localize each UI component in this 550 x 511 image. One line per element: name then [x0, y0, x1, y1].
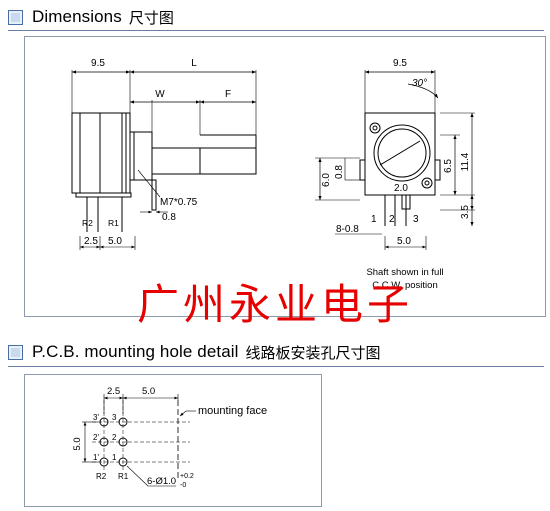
front-dim-9-5: 9.5: [393, 58, 407, 69]
header-rule-2: [8, 366, 544, 367]
side-dim-2-5: 2.5: [84, 236, 98, 247]
side-dim-0-8: 0.8: [162, 212, 176, 223]
side-pin-r1: R1: [108, 218, 119, 228]
section-bullet-icon: [8, 9, 23, 25]
pcb-dim-5-0-v: 5.0: [72, 437, 83, 450]
pcb-mounting-face: mounting face: [198, 405, 267, 417]
header-rule-1: [8, 30, 544, 31]
front-dim-3-5: 3.5: [460, 205, 471, 219]
front-dim-2-0: 2.0: [394, 183, 408, 194]
front-dim-6-5: 6.5: [443, 159, 454, 173]
side-view: [71, 70, 257, 250]
side-dim-W: W: [155, 89, 165, 100]
pcb-label-3: 3: [112, 413, 117, 422]
front-dim-6-0: 6.0: [321, 173, 332, 187]
company-watermark: 广州永业电子: [136, 280, 413, 329]
pcb-label-2: 2: [112, 433, 117, 442]
side-dim-9-5: 9.5: [91, 58, 105, 69]
dimensions-panel: [24, 36, 546, 317]
front-dim-5-0: 5.0: [397, 236, 411, 247]
shaft-note: Shaft shown in full C.C.W. position: [350, 266, 460, 292]
front-pin-1: 1: [371, 214, 377, 225]
shaft: [151, 147, 257, 175]
section-bullet-icon-2: [8, 344, 23, 360]
shaft-note-line2: C.C.W. position: [372, 280, 438, 291]
front-view: [315, 70, 475, 250]
front-angle: 30°: [412, 78, 427, 89]
front-mount-hole-right: [421, 177, 433, 189]
pcb-dim-2-5: 2.5: [107, 386, 120, 397]
pcb-label-r1: R1: [118, 472, 129, 481]
pcb-tol-minus: -0: [180, 482, 186, 489]
front-dim-8-0-8: 8-0.8: [336, 224, 359, 235]
side-dim-5-0: 5.0: [108, 236, 122, 247]
pcb-hole-spec: 6-Ø1.0: [147, 476, 176, 487]
side-thread-label: M7*0.75: [160, 197, 198, 208]
dimensions-title-cn: 尺寸图: [128, 8, 174, 27]
pcb-dim-5-0: 5.0: [142, 386, 155, 397]
shaft-note-line1: Shaft shown in full: [366, 267, 444, 278]
front-pin-2: 2: [389, 214, 395, 225]
side-dim-L: L: [191, 58, 197, 69]
pcb-label-1: 1: [112, 453, 117, 462]
pcb-title-cn: 线路板安装孔尺寸图: [245, 343, 381, 362]
front-dim-0-8: 0.8: [334, 165, 345, 179]
pcb-label-r2: R2: [96, 472, 107, 481]
pcb-tol-plus: +0.2: [180, 473, 194, 480]
front-pin-3: 3: [413, 214, 419, 225]
front-dim-11-4: 11.4: [460, 152, 471, 171]
front-mount-hole-left: [369, 122, 381, 134]
side-pin-r2: R2: [82, 218, 93, 228]
side-dim-F: F: [225, 89, 231, 100]
pcb-label-1p: 1': [93, 453, 99, 462]
front-bushing-circle: [373, 124, 431, 182]
pcb-header: P.C.B. mounting hole detail 线路板安装孔尺寸图: [8, 339, 381, 365]
dimensions-header: Dimensions 尺寸图: [8, 4, 174, 30]
pcb-label-2p: 2': [93, 433, 99, 442]
pcb-panel: [24, 374, 322, 507]
pcb-label-3p: 3': [93, 413, 99, 422]
front-body: [364, 112, 436, 196]
pcb-title: P.C.B. mounting hole detail: [32, 342, 239, 361]
dimensions-title: Dimensions: [32, 7, 122, 26]
